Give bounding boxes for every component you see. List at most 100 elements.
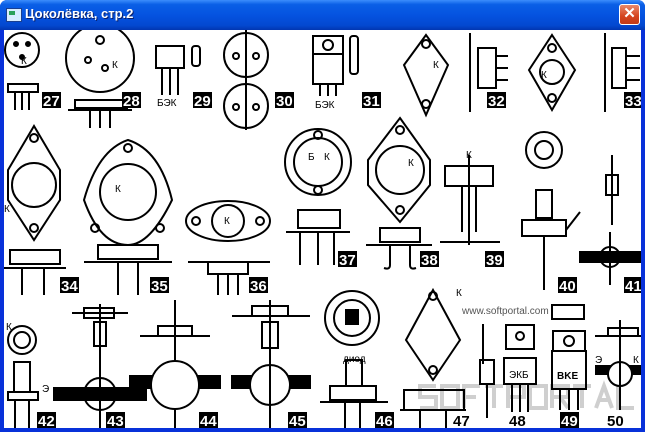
pin-label: К [456, 288, 462, 299]
package-number-46: 46 [376, 413, 393, 428]
watermark-letter [528, 384, 548, 410]
package-45 [231, 300, 311, 428]
package-number-39: 39 [486, 252, 503, 269]
number-box [150, 277, 169, 293]
pin-label: Э [138, 376, 145, 387]
package-number-49: 49 [561, 413, 578, 428]
pin-label: К [541, 70, 547, 81]
pin-label: Э [42, 384, 49, 395]
package-number-40: 40 [559, 278, 576, 295]
pin-label: БЭК [315, 100, 335, 111]
pin-label: диод [343, 354, 366, 365]
number-box [288, 412, 307, 428]
number-box [375, 412, 394, 428]
package-48 [479, 324, 537, 418]
number-box [560, 412, 579, 428]
package-43 [53, 304, 147, 428]
package-39 [440, 155, 500, 245]
number-box [362, 92, 381, 108]
pin-label: К [324, 152, 330, 163]
number-box [485, 251, 504, 267]
package-number-32: 32 [488, 93, 505, 110]
package-32 [402, 33, 508, 118]
pin-label: К [6, 322, 12, 333]
package-number-48: 48 [509, 413, 526, 428]
package-number-27: 27 [43, 93, 60, 110]
pinout-image: К К БЭК БЭК К К К К К Б К К К К Э Э К ди… [4, 30, 641, 428]
package-number-36: 36 [250, 278, 267, 295]
package-number-28: 28 [123, 93, 140, 110]
package-number-29: 29 [194, 93, 211, 110]
pin-label: БЭК [157, 98, 177, 109]
package-27 [4, 32, 40, 110]
package-34 [4, 124, 66, 295]
package-50 [595, 320, 641, 410]
package-47 [400, 287, 466, 428]
pin-label: К [408, 158, 414, 169]
pin-label: К [115, 184, 121, 195]
number-box [275, 92, 294, 108]
pinout-drawing: К К БЭК БЭК К К К К К Б К К К К Э Э К ди… [4, 30, 641, 428]
watermark-letter [462, 384, 480, 408]
number-box [199, 412, 218, 428]
pin-label: К [210, 376, 216, 387]
pin-label: К [112, 60, 118, 71]
number-box [122, 92, 141, 108]
package-35 [82, 138, 174, 295]
app-icon [6, 8, 22, 22]
package-42 [7, 325, 39, 428]
watermark-url: www.softportal.com [461, 306, 549, 317]
package-number-31: 31 [363, 93, 380, 110]
window-title: Цоколёвка, стр.2 [25, 6, 134, 21]
number-box [37, 412, 56, 428]
package-38 [366, 116, 432, 270]
number-box [193, 92, 212, 108]
watermark-letter [440, 384, 460, 410]
pin-label: К [21, 56, 27, 67]
watermark-letter [550, 384, 570, 410]
package-49 [551, 304, 587, 410]
close-button[interactable]: ✕ [619, 4, 640, 25]
package-number-37: 37 [339, 252, 356, 269]
close-icon: ✕ [623, 5, 636, 22]
package-number-45: 45 [289, 413, 306, 428]
package-46 [320, 290, 388, 428]
package-33 [527, 33, 640, 113]
package-36 [185, 200, 271, 295]
package-31 [312, 35, 359, 96]
package-number-41: 41 [625, 278, 641, 295]
watermark-letter [616, 386, 634, 410]
number-box [558, 277, 577, 293]
package-number-30: 30 [276, 93, 293, 110]
package-number-35: 35 [151, 278, 168, 295]
title-bar[interactable]: Цоколёвка, стр.2 ✕ [0, 0, 645, 30]
package-44 [129, 300, 221, 428]
number-box [487, 92, 506, 108]
package-number-44: 44 [200, 413, 217, 428]
package-37 [284, 128, 352, 265]
package-40 [521, 131, 581, 290]
package-number-38: 38 [421, 252, 438, 269]
pin-label: Э [595, 355, 602, 366]
number-box [624, 92, 641, 108]
number-box [338, 251, 357, 267]
pin-label: К [433, 60, 439, 71]
package-28 [65, 30, 135, 128]
watermark-letter [506, 384, 526, 408]
number-box [42, 92, 61, 108]
package-number-42: 42 [38, 413, 55, 428]
pin-label: К [466, 150, 472, 161]
watermark-letter [418, 384, 438, 410]
package-number-34: 34 [61, 278, 78, 295]
package-number-43: 43 [107, 413, 124, 428]
pin-label: К [633, 355, 639, 366]
number-box [106, 412, 125, 428]
package-number-33: 33 [625, 93, 641, 110]
number-box [60, 277, 79, 293]
pin-label: ЭКБ [509, 370, 529, 381]
package-29 [155, 45, 201, 95]
package-number-47: 47 [453, 413, 470, 428]
pin-label: Б [308, 152, 315, 163]
number-box [624, 277, 641, 293]
